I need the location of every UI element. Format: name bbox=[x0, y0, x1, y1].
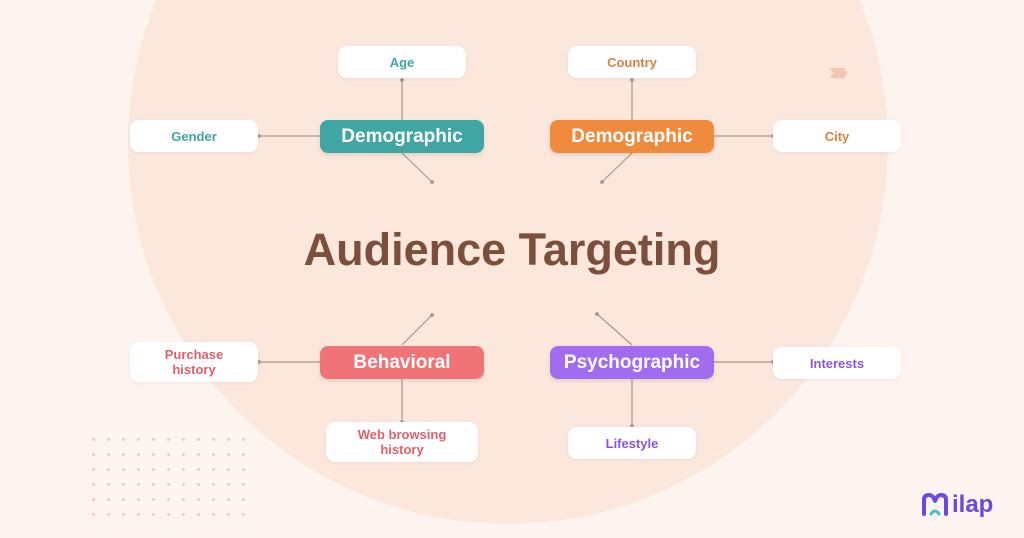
leaf-web-browsing-history: Web browsing history bbox=[326, 422, 478, 462]
leaf-purchase-history: Purchase history bbox=[130, 342, 258, 382]
connector-behavioral-center bbox=[401, 313, 434, 346]
leaf-interests: Interests bbox=[773, 347, 901, 379]
connector-demographic-right-center bbox=[600, 152, 633, 184]
leaf-age: Age bbox=[338, 46, 466, 78]
category-psychographic: Psychographic bbox=[550, 346, 714, 379]
leaf-lifestyle: Lifestyle bbox=[568, 427, 696, 459]
leaf-country: Country bbox=[568, 46, 696, 78]
connector-psychographic-center bbox=[595, 312, 633, 346]
category-behavioral: Behavioral bbox=[320, 346, 484, 379]
milap-logo: ilap bbox=[920, 488, 993, 522]
dot-pattern bbox=[86, 432, 256, 524]
connector-demographic-left-center bbox=[401, 152, 434, 184]
leaf-city: City bbox=[773, 120, 901, 152]
milap-m-icon bbox=[922, 493, 948, 516]
logo-wordmark: ilap bbox=[952, 491, 994, 518]
leaf-gender: Gender bbox=[130, 120, 258, 152]
main-title: Audience Targeting bbox=[303, 224, 721, 275]
category-demographic-left: Demographic bbox=[320, 120, 484, 153]
category-demographic-right: Demographic bbox=[550, 120, 714, 153]
